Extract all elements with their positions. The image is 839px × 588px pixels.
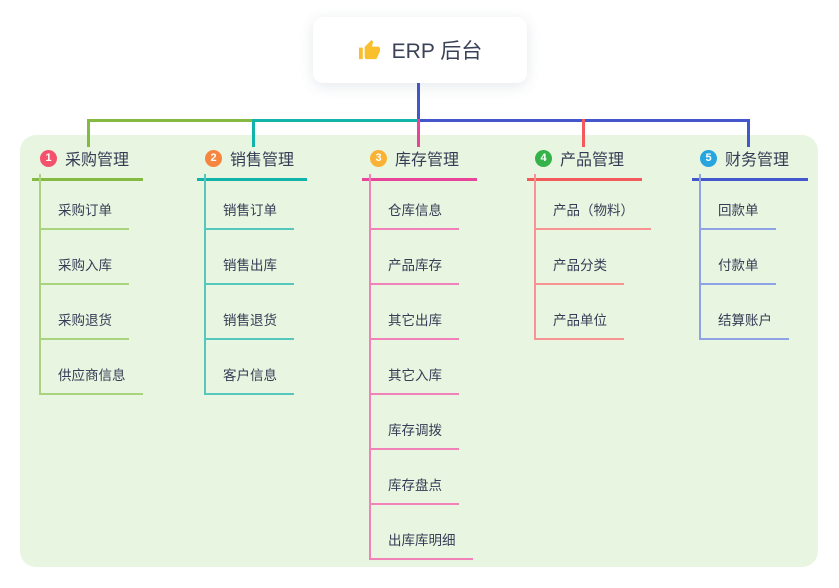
branch-node-purchase[interactable]: 1 采购管理	[32, 146, 143, 181]
connector-drop-product	[582, 119, 585, 147]
branch-title: 采购管理	[65, 152, 130, 169]
child-node[interactable]: 仓库信息	[369, 202, 459, 230]
connector-drop-inventory	[417, 119, 420, 147]
branch-title: 库存管理	[395, 152, 460, 169]
branches-panel	[20, 135, 818, 567]
child-node[interactable]: 销售退货	[204, 312, 294, 340]
child-node[interactable]: 库存调拨	[369, 422, 459, 450]
connector-drop-finance	[747, 119, 750, 147]
child-node[interactable]: 其它入库	[369, 367, 459, 395]
root-node[interactable]: ERP 后台	[313, 17, 527, 83]
child-node[interactable]: 销售出库	[204, 257, 294, 285]
branch-badge: 3	[370, 149, 387, 167]
child-node[interactable]: 客户信息	[204, 367, 294, 395]
child-node[interactable]: 产品分类	[534, 257, 624, 285]
child-node[interactable]: 付款单	[699, 257, 776, 285]
connector-horizontal-teal	[252, 119, 419, 122]
child-node[interactable]: 产品单位	[534, 312, 624, 340]
connector-root-stem	[417, 83, 420, 122]
connector-horizontal-green	[87, 119, 254, 122]
child-node[interactable]: 供应商信息	[39, 367, 143, 395]
child-node[interactable]: 库存盘点	[369, 477, 459, 505]
child-node[interactable]: 其它出库	[369, 312, 459, 340]
branch-title: 财务管理	[725, 152, 790, 169]
child-node[interactable]: 回款单	[699, 202, 776, 230]
branch-spine-product	[534, 174, 536, 340]
branch-title: 销售管理	[230, 152, 295, 169]
child-node[interactable]: 结算账户	[699, 312, 789, 340]
branch-badge: 2	[205, 149, 222, 167]
branch-node-inventory[interactable]: 3 库存管理	[362, 146, 477, 181]
child-node[interactable]: 采购入库	[39, 257, 129, 285]
branch-spine-inventory	[369, 174, 371, 560]
connector-drop-purchase	[87, 119, 90, 147]
branch-badge: 4	[535, 149, 552, 167]
connector-drop-sales	[252, 119, 255, 147]
child-node[interactable]: 销售订单	[204, 202, 294, 230]
branch-node-finance[interactable]: 5 财务管理	[692, 146, 808, 181]
branch-node-sales[interactable]: 2 销售管理	[197, 146, 307, 181]
root-node-label: ERP 后台	[391, 40, 483, 63]
branch-badge: 1	[40, 149, 57, 167]
branch-spine-finance	[699, 174, 701, 340]
child-node[interactable]: 出库库明细	[369, 532, 473, 560]
branch-node-product[interactable]: 4 产品管理	[527, 146, 642, 181]
branch-title: 产品管理	[560, 152, 625, 169]
child-node[interactable]: 产品库存	[369, 257, 459, 285]
thumbs-up-icon	[358, 39, 381, 62]
child-node[interactable]: 产品（物料）	[534, 202, 651, 230]
child-node[interactable]: 采购订单	[39, 202, 129, 230]
branch-badge: 5	[700, 149, 717, 167]
child-node[interactable]: 采购退货	[39, 312, 129, 340]
